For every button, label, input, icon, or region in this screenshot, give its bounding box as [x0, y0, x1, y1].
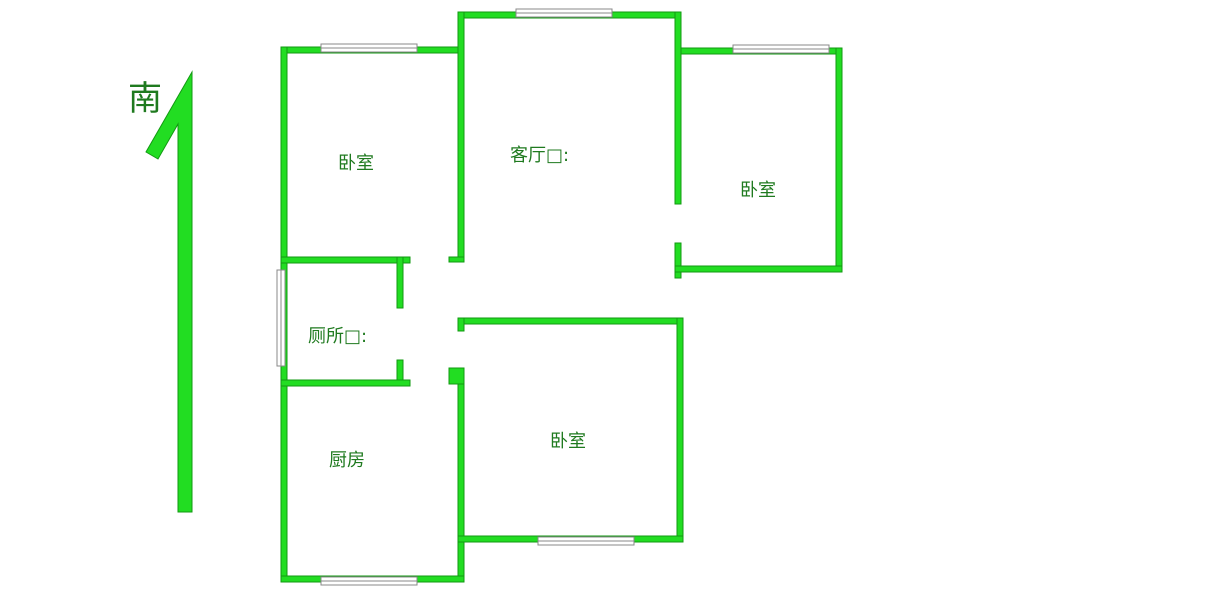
wall-segment	[280, 256, 411, 264]
room-label-toilet: 厕所□:	[308, 326, 367, 347]
room-labels: 卧室 客厅□: 卧室 厕所□: 厨房 卧室	[308, 145, 776, 471]
walls	[280, 11, 843, 583]
wall-segment	[674, 11, 682, 205]
wall-segment	[676, 317, 684, 543]
windows	[276, 8, 830, 586]
wall-segment	[835, 47, 843, 273]
room-label-kitchen: 厨房	[329, 450, 365, 471]
compass-label: 南	[128, 79, 162, 119]
room-label-living-room: 客厅□:	[510, 145, 569, 166]
wall-segment	[457, 317, 465, 332]
wall-segment	[674, 242, 682, 279]
north-arrow-icon	[145, 70, 193, 513]
room-label-bedroom-right: 卧室	[740, 180, 776, 201]
wall-segment	[280, 379, 411, 387]
wall-segment	[674, 265, 843, 273]
room-label-bedroom-bottom: 卧室	[550, 431, 586, 452]
compass: 南	[128, 70, 193, 513]
wall-segment	[457, 11, 465, 263]
wall-segment	[457, 367, 465, 583]
room-label-bedroom-top-left: 卧室	[338, 153, 374, 174]
wall-segment	[448, 256, 465, 263]
wall-segment	[396, 256, 404, 309]
wall-segment	[448, 367, 465, 385]
wall-segment	[457, 317, 682, 325]
